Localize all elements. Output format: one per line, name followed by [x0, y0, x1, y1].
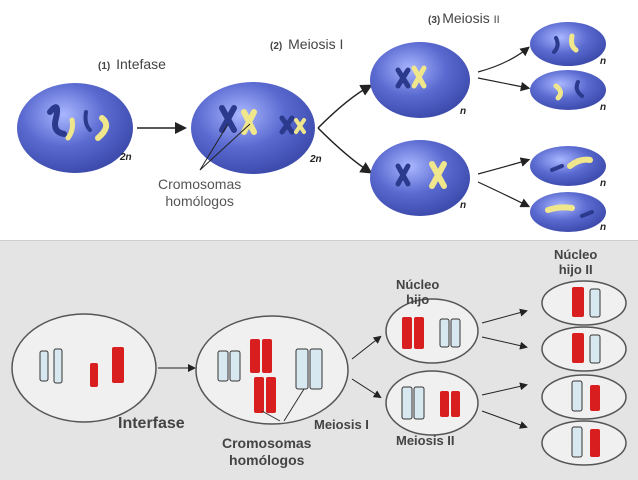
- daughter-nucleus2-label: Núcleo hijo II: [554, 247, 598, 277]
- interphase-cell: [11, 313, 157, 423]
- ploidy-2n: 2n: [120, 152, 132, 163]
- chromosome-dark: [395, 163, 411, 187]
- meiosis1-cell: [195, 315, 349, 425]
- arrow: [351, 378, 382, 399]
- chromosome-dark: [83, 110, 92, 132]
- ploidy-n: n: [600, 56, 607, 67]
- gamete-cell: [541, 280, 627, 326]
- interphase-cell: [17, 83, 133, 173]
- ploidy-n: n: [600, 222, 607, 233]
- arrow: [481, 308, 528, 324]
- gamete-cell: [541, 326, 627, 372]
- meiosis1-cell: [191, 82, 315, 174]
- bottom-panel: Interfase Núcleo hijo Núcleo hijo II Mei…: [0, 240, 638, 480]
- step3-label: (3)Meiosis II: [428, 10, 500, 26]
- pointer-line: [199, 123, 251, 171]
- step1-label: (1) Intefase: [98, 56, 166, 72]
- homologous-label-top: Cromosomas homólogos: [158, 176, 242, 209]
- daughter-nucleus-label: Núcleo hijo: [396, 277, 440, 307]
- chromosome-yellow: [65, 117, 75, 141]
- ploidy-n: n: [460, 106, 467, 117]
- pointer-line: [261, 388, 305, 422]
- top-panel: (1) Intefase (2) Meiosis I (3)Meiosis II…: [17, 10, 607, 233]
- chromosome-dark: [279, 115, 295, 135]
- arrow: [317, 127, 373, 174]
- arrow: [317, 84, 373, 129]
- bottom-diagram: [11, 280, 627, 466]
- pointer-line: [199, 123, 229, 171]
- daughter-nucleus-lower: [385, 370, 479, 436]
- arrow: [477, 46, 530, 73]
- step2-label: (2) Meiosis I: [270, 36, 344, 52]
- arrow: [477, 157, 531, 175]
- chromosome-dark: [395, 67, 411, 89]
- chromosome-yellow: [241, 109, 257, 135]
- chromosome-dark: [219, 105, 237, 133]
- chromosome-yellow: [294, 118, 306, 134]
- homologous-label-bottom: Cromosomas homólogos: [222, 435, 312, 468]
- gamete-cell: [530, 70, 606, 110]
- chromosome-yellow: [95, 115, 110, 141]
- ploidy-n: n: [600, 178, 607, 189]
- chromosome-yellow: [429, 161, 447, 189]
- gamete-cell: [541, 374, 627, 420]
- gamete-cell: [541, 420, 627, 466]
- meiosis1-label: Meiosis I: [314, 417, 369, 432]
- gamete-cell: [530, 192, 606, 232]
- meiosis2-label: Meiosis II: [396, 433, 455, 448]
- daughter-nucleus-upper: [385, 298, 479, 364]
- chromosome-dark: [47, 104, 67, 137]
- arrow: [477, 77, 531, 92]
- ploidy-n: n: [600, 102, 607, 113]
- gamete-cell: [530, 22, 606, 66]
- top-diagram: [17, 22, 606, 232]
- arrow: [477, 181, 531, 208]
- ploidy-2n: 2n: [310, 154, 322, 165]
- gamete-cell: [530, 146, 606, 186]
- meiosis2-cell-upper: [370, 42, 470, 118]
- arrow: [481, 382, 528, 396]
- chromosome-yellow: [411, 65, 427, 89]
- arrow: [351, 335, 382, 360]
- ploidy-n: n: [460, 200, 467, 211]
- meiosis2-cell-lower: [370, 140, 470, 216]
- arrow: [481, 410, 528, 429]
- arrow: [481, 336, 528, 350]
- interphase-label: Interfase: [118, 415, 185, 432]
